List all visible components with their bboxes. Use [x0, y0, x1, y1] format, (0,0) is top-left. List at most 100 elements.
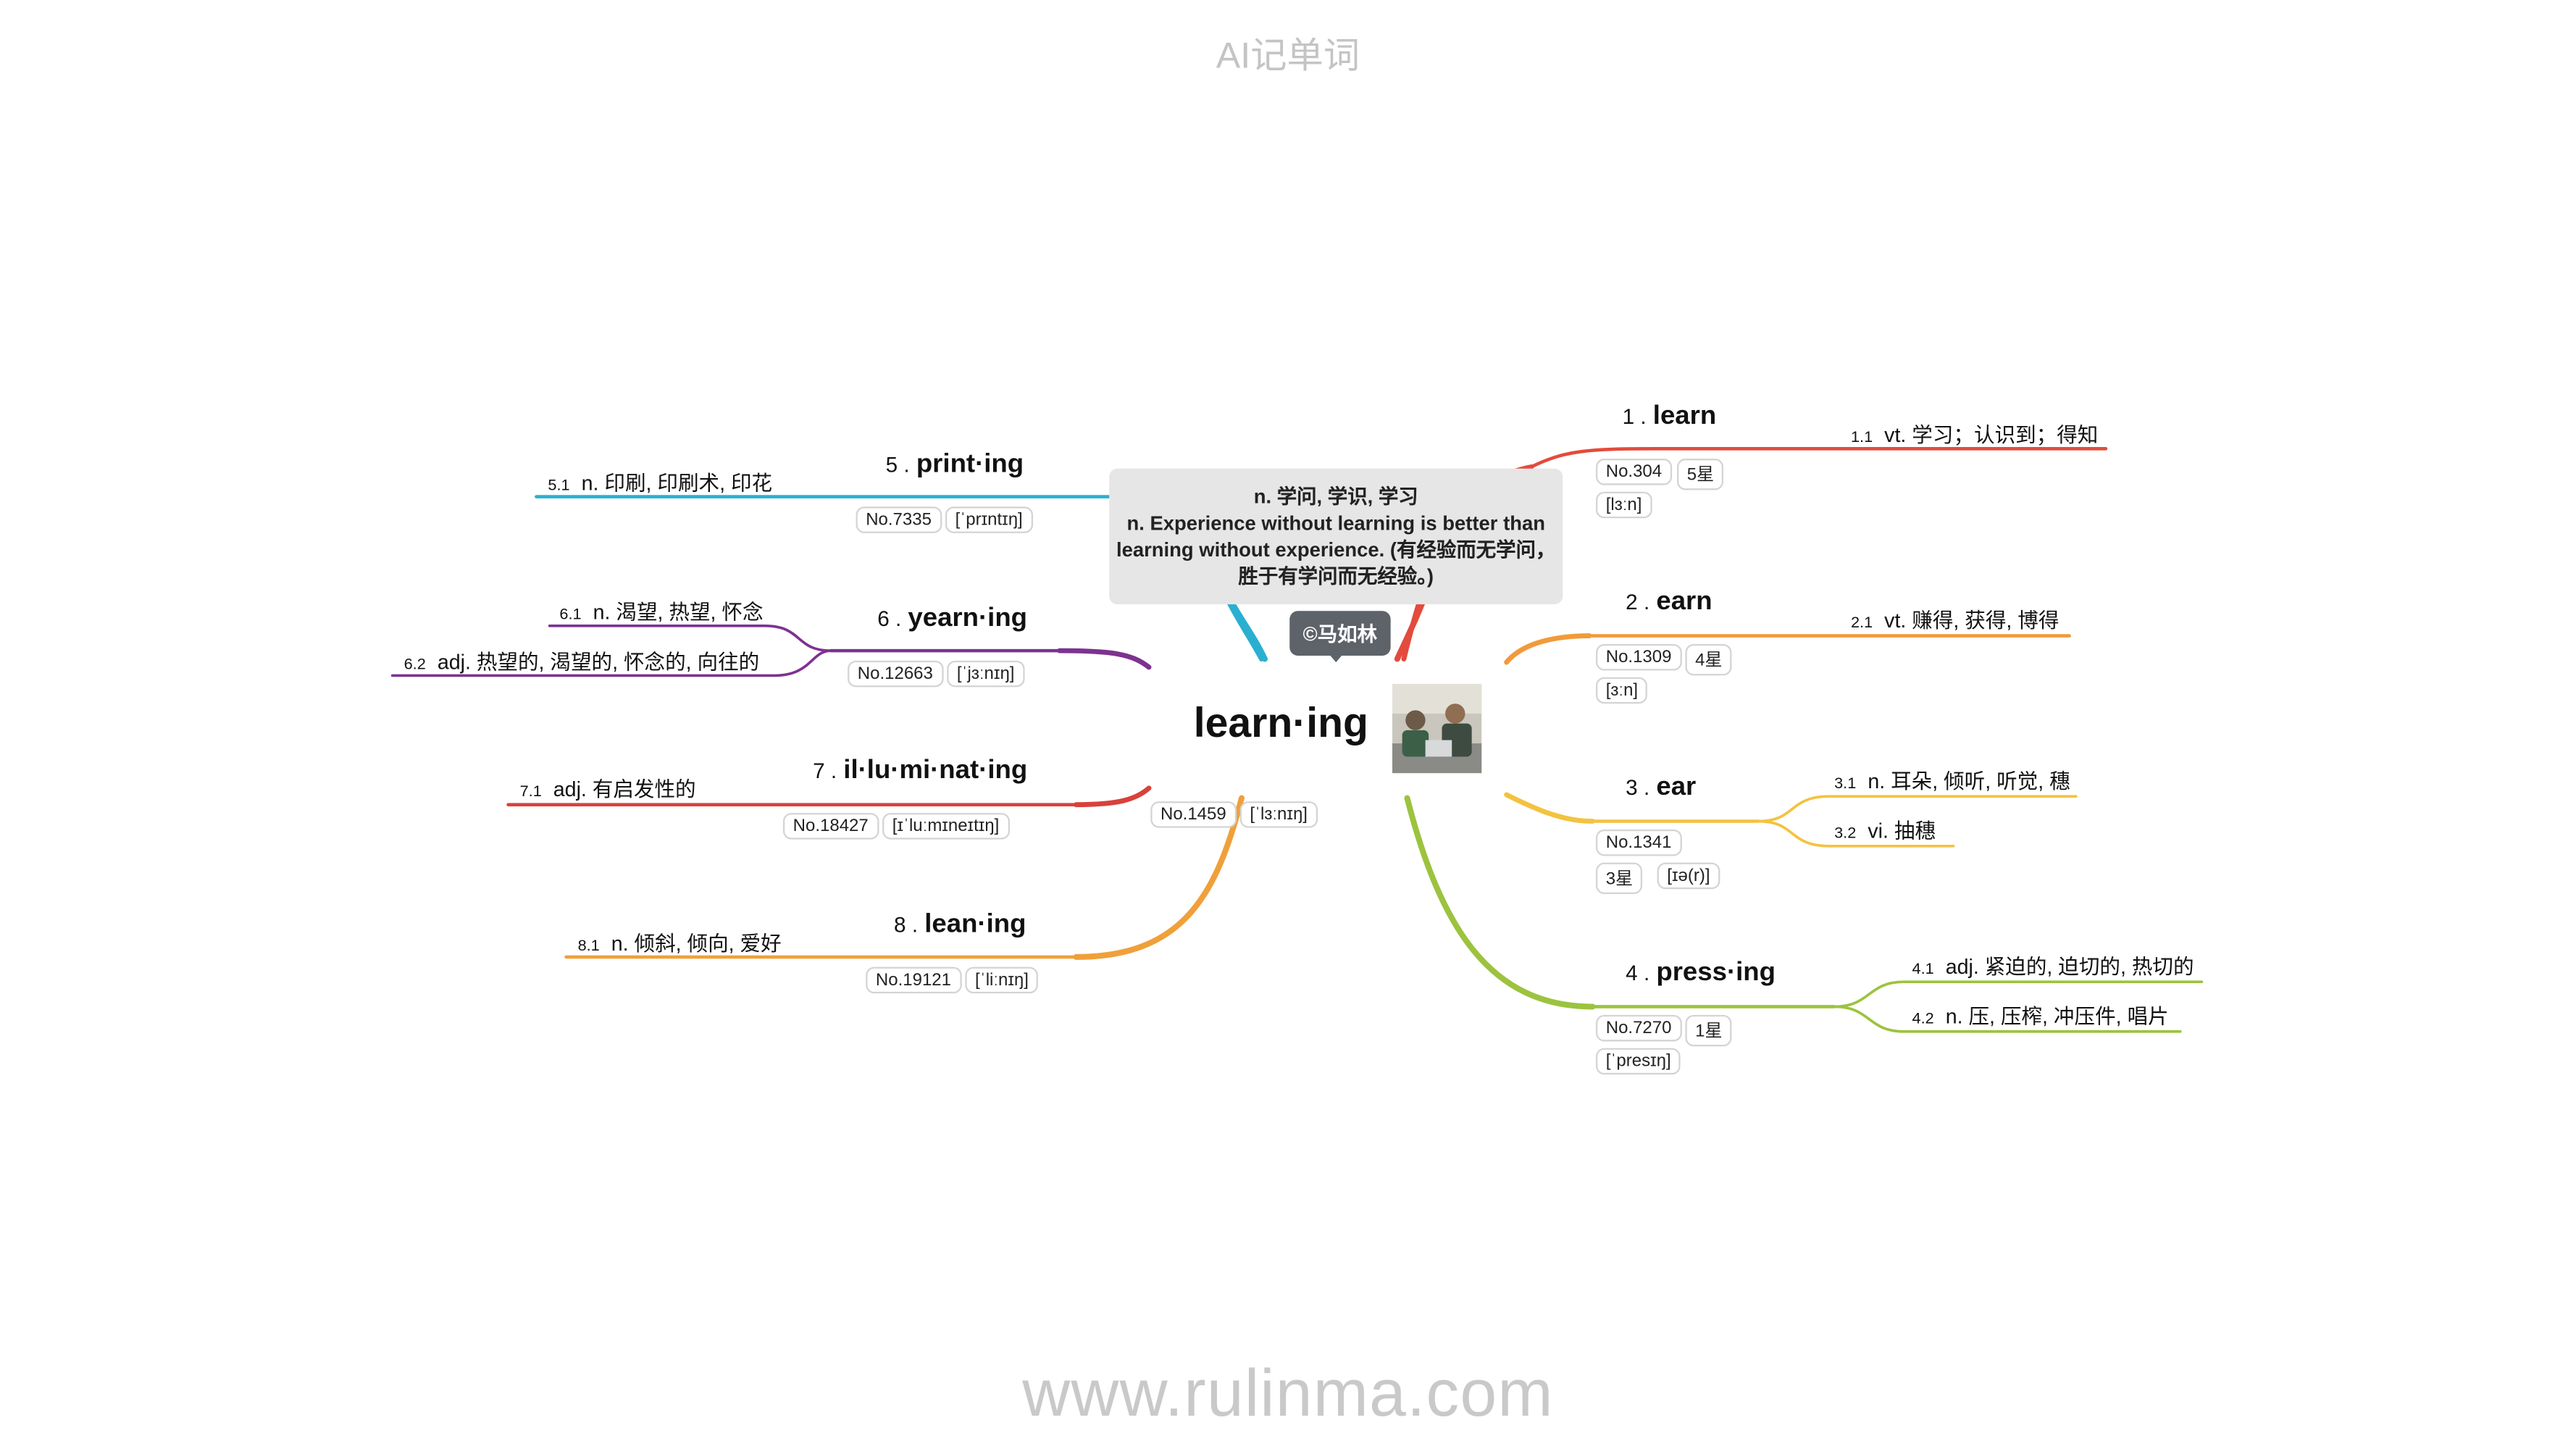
branch-callout-right: [1394, 596, 1427, 662]
word-pressing: 4 .press·ing: [1626, 959, 1776, 988]
word-ear-number: 3 .: [1626, 774, 1650, 800]
connector-pressing-1: [1833, 980, 2204, 1009]
word-yearning-number: 6 .: [877, 606, 902, 631]
def-text: n. 渴望, 热望, 怀念: [593, 601, 764, 625]
illuminating-no-badge: No.18427: [782, 813, 879, 840]
underline-learn: [1529, 447, 2108, 469]
def-text: n. 耳朵, 倾听, 听觉, 穗: [1868, 769, 2070, 793]
learn-def-1: 1.1 vt. 学习；认识到；得知: [1851, 417, 2098, 448]
center-no-badge: No.1459: [1150, 801, 1237, 828]
yearning-ipa-badge: [ˈjɜːnɪŋ]: [947, 660, 1025, 688]
learn-ipa-badge: [lɜːn]: [1596, 491, 1652, 519]
word-learn-text: learn: [1652, 402, 1717, 431]
def-number: 4.2: [1912, 1010, 1934, 1029]
ear-no-badge: No.1341: [1596, 829, 1682, 856]
word-yearning-text: yearn·ing: [908, 604, 1027, 632]
def-text: adj. 有启发性的: [553, 778, 696, 802]
connector-pressing-2: [1833, 1005, 2182, 1033]
branch-ear: [1504, 792, 1595, 824]
author-badge-pointer: [1326, 651, 1346, 663]
def-number: 4.1: [1912, 960, 1934, 979]
word-printing-text: print·ing: [916, 450, 1024, 479]
def-number: 8.1: [577, 937, 600, 956]
earn-stars-badge: 4星: [1685, 643, 1733, 676]
word-earn-number: 2 .: [1626, 589, 1650, 614]
def-text: n. 压, 压榨, 冲压件, 唱片: [1945, 1005, 2169, 1029]
word-printing-number: 5 .: [885, 451, 910, 477]
word-illuminating-number: 7 .: [813, 758, 837, 783]
pressing-stars-badge: 1星: [1685, 1014, 1733, 1047]
def-text: adj. 热望的, 渴望的, 怀念的, 向往的: [437, 651, 760, 675]
center-word: learn·ing: [1193, 700, 1368, 747]
branch-callout-left: [1226, 596, 1268, 662]
def-text: adj. 紧迫的, 迫切的, 热切的: [1945, 955, 2194, 979]
earn-no-badge: No.1309: [1596, 643, 1682, 671]
word-illuminating-text: il·lu·mi·nat·ing: [843, 756, 1028, 785]
illuminating-def-1: 7.1 adj. 有启发性的: [520, 772, 696, 803]
earn-def-1: 2.1 vt. 赚得, 获得, 博得: [1851, 603, 2059, 634]
word-pressing-number: 4 .: [1626, 960, 1650, 985]
def-text: vt. 学习；认识到；得知: [1884, 424, 2099, 448]
branch-illuminating: [1074, 785, 1152, 808]
page-footer: www.rulinma.com: [1022, 1357, 1554, 1431]
connector-ear-1: [1757, 795, 2078, 823]
def-number: 3.1: [1834, 774, 1857, 793]
def-number: 7.1: [519, 782, 542, 802]
author-badge: ©马如林: [1289, 611, 1391, 656]
word-yearning: 6 .yearn·ing: [877, 604, 1027, 634]
learn-stars-badge: 5星: [1677, 459, 1724, 490]
leaning-def-1: 8.1 n. 倾斜, 倾向, 爱好: [578, 925, 782, 956]
branch-yearning: [1057, 648, 1152, 670]
learn-no-badge: No.304: [1596, 459, 1672, 485]
page-header: AI记单词: [1216, 34, 1360, 77]
definition-line-2: n. Experience without learning is better…: [1116, 511, 1556, 588]
word-learn-number: 1 .: [1622, 404, 1647, 429]
definition-line-1: n. 学问, 学识, 学习: [1253, 485, 1418, 509]
branch-leaning: [1073, 795, 1245, 960]
def-number: 1.1: [1850, 428, 1873, 448]
word-leaning: 8 .lean·ing: [894, 911, 1026, 940]
ear-stars-badge: 3星: [1596, 862, 1643, 895]
def-text: vt. 赚得, 获得, 博得: [1884, 609, 2059, 632]
word-leaning-text: lean·ing: [924, 910, 1026, 939]
word-earn: 2 .earn: [1626, 588, 1712, 617]
word-illuminating: 7 .il·lu·mi·nat·ing: [813, 756, 1027, 786]
leaning-ipa-badge: [ˈliːnɪŋ]: [965, 966, 1039, 994]
center-ipa-badge: [ˈlɜːnɪŋ]: [1239, 801, 1318, 828]
branch-earn: [1504, 633, 1592, 665]
def-text: n. 印刷, 印刷术, 印花: [581, 472, 773, 496]
illuminating-ipa-badge: [ɪˈluːmɪneɪtɪŋ]: [882, 813, 1010, 840]
pressing-ipa-badge: [ˈpresɪŋ]: [1596, 1048, 1681, 1075]
pressing-def-1: 4.1 adj. 紧迫的, 迫切的, 热切的: [1912, 948, 2194, 980]
word-ear: 3 .ear: [1626, 773, 1696, 803]
printing-def-1: 5.1 n. 印刷, 印刷术, 印花: [548, 465, 772, 496]
word-ear-text: ear: [1656, 773, 1697, 802]
ear-def-1: 3.1 n. 耳朵, 倾听, 听觉, 穗: [1834, 764, 2070, 795]
connector-yearning-2: [390, 649, 833, 677]
definition-callout: n. 学问, 学识, 学习 n. Experience without lear…: [1109, 468, 1563, 605]
def-number: 2.1: [1850, 614, 1873, 632]
leaning-no-badge: No.19121: [866, 966, 961, 994]
def-number: 5.1: [548, 477, 570, 496]
printing-no-badge: No.7335: [856, 506, 942, 533]
connector-yearning-1: [548, 625, 833, 652]
word-leaning-number: 8 .: [894, 912, 919, 938]
def-text: vi. 抽穗: [1868, 819, 1936, 843]
def-text: n. 倾斜, 倾向, 爱好: [611, 932, 782, 956]
connector-ear-2: [1757, 819, 1955, 848]
word-learn: 1 .learn: [1623, 402, 1717, 432]
def-number: 3.2: [1834, 824, 1857, 843]
word-earn-text: earn: [1656, 588, 1713, 617]
word-pressing-text: press·ing: [1656, 959, 1776, 987]
yearning-no-badge: No.12663: [848, 660, 943, 688]
earn-ipa-badge: [ɜːn]: [1596, 677, 1648, 704]
pressing-def-2: 4.2 n. 压, 压榨, 冲压件, 唱片: [1912, 998, 2169, 1030]
ear-ipa-badge: [ɪə(r)]: [1657, 862, 1720, 890]
ear-def-2: 3.2 vi. 抽穗: [1834, 813, 1936, 844]
pressing-no-badge: No.7270: [1596, 1014, 1682, 1042]
printing-ipa-badge: [ˈprɪntɪŋ]: [945, 506, 1033, 533]
